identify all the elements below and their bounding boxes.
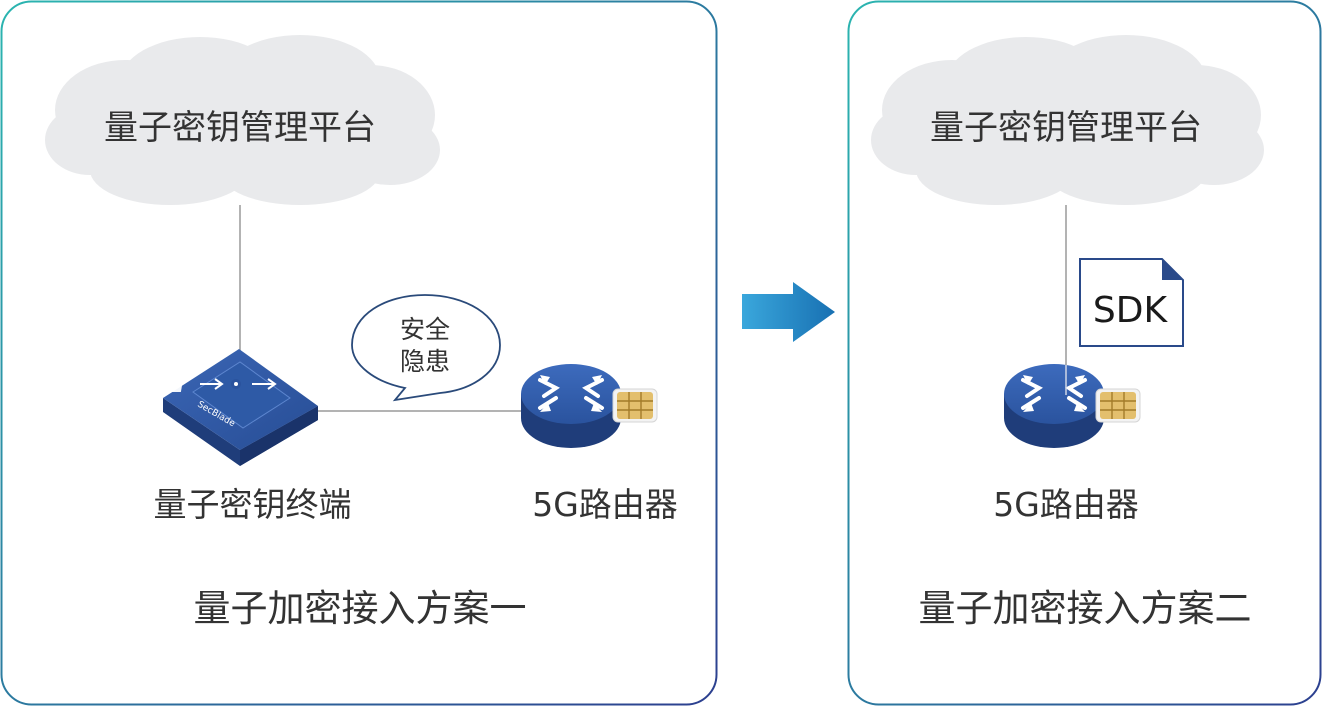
left-panel-title: 量子加密接入方案一 xyxy=(193,587,527,630)
document-icon xyxy=(1079,258,1184,347)
right-arrow-icon xyxy=(742,282,835,342)
left-cloud xyxy=(45,35,440,205)
right-cloud xyxy=(871,35,1264,205)
router-icon xyxy=(521,364,621,448)
left-router-label: 5G路由器 xyxy=(532,485,678,524)
right-router-label: 5G路由器 xyxy=(993,485,1139,524)
secblade-terminal-icon xyxy=(158,349,318,466)
right-cloud-label: 量子密钥管理平台 xyxy=(930,108,1202,148)
risk-speech-bubble xyxy=(351,294,501,402)
sim-card-icon xyxy=(612,388,658,423)
left-cloud-label: 量子密钥管理平台 xyxy=(104,108,376,148)
sim-card-icon-right xyxy=(1095,388,1141,423)
risk-label-line1: 安全 xyxy=(399,315,450,344)
sdk-label: SDK xyxy=(1092,290,1168,331)
terminal-label: 量子密钥终端 xyxy=(153,485,352,524)
router-icon-right xyxy=(1004,364,1104,448)
risk-label-line2: 隐患 xyxy=(399,347,450,376)
right-panel-title: 量子加密接入方案二 xyxy=(918,587,1252,630)
